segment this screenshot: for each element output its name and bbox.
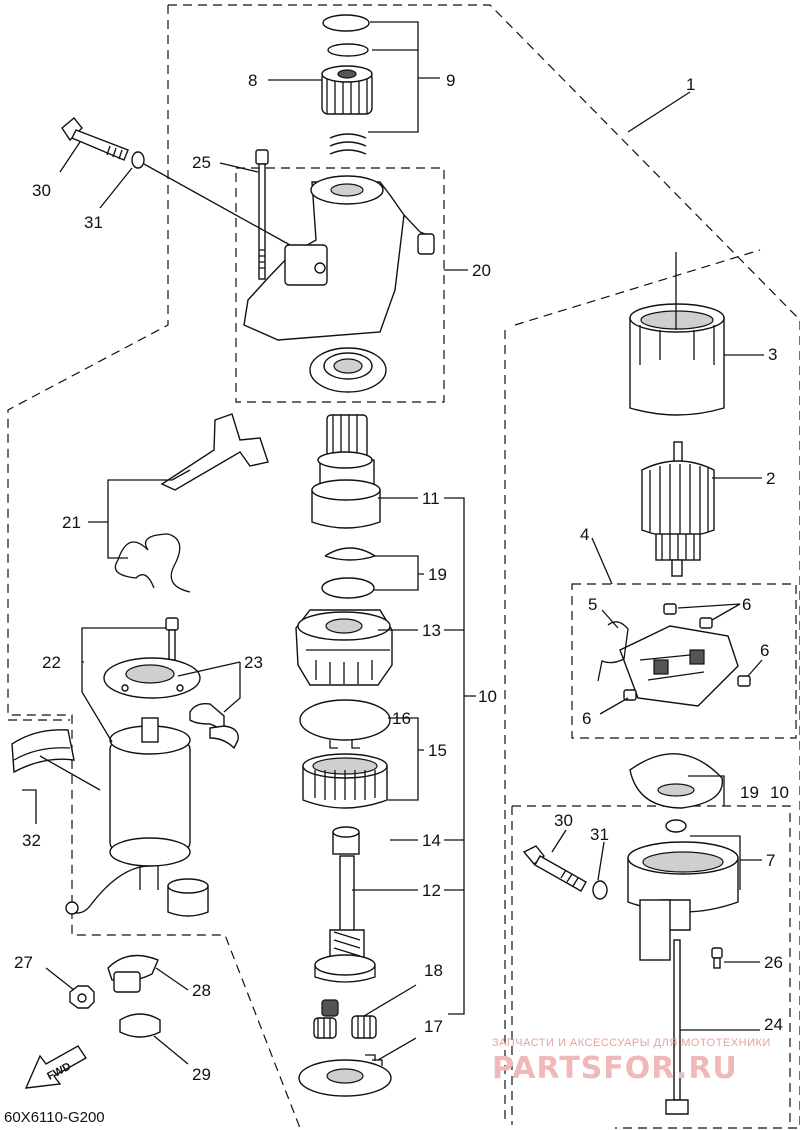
part-30-bolt-right (522, 845, 608, 900)
part-rubber-cap (167, 878, 209, 917)
part-24-long-bolt (665, 939, 689, 1115)
fwd-arrow (24, 1045, 88, 1089)
part-9-clip-set (322, 14, 370, 155)
part-3-yoke (629, 303, 725, 416)
callout-1: 1 (686, 75, 695, 94)
callout-12: 12 (422, 881, 441, 900)
part-21-shift-lever (114, 413, 269, 593)
callout-6-top: 6 (742, 595, 751, 614)
part-26-screw (711, 947, 723, 969)
callout-27: 27 (14, 953, 33, 972)
part-23-boots (189, 702, 239, 750)
callout-24: 24 (764, 1015, 783, 1034)
part-17-washer (298, 1054, 392, 1097)
callout-6-bottom: 6 (582, 709, 591, 728)
part-bearing (309, 347, 387, 393)
part-12-pinion-shaft (314, 855, 376, 983)
part-19-clips (321, 547, 377, 599)
callout-21: 21 (62, 513, 81, 532)
callout-18: 18 (424, 961, 443, 980)
callout-19b: 19 (740, 783, 759, 802)
part-30-bolt-left (61, 117, 145, 169)
group-outlines (7, 4, 800, 1129)
part-4-brush-holder (597, 603, 751, 707)
callout-10b: 10 (770, 783, 789, 802)
callout-23: 23 (244, 653, 263, 672)
diagram-code: 60X6110-G200 (4, 1109, 105, 1126)
callout-26: 26 (764, 953, 783, 972)
part-11-drive-shaft (311, 414, 381, 529)
callout-22: 22 (42, 653, 61, 672)
callout-10a: 10 (478, 687, 497, 706)
callout-29: 29 (192, 1065, 211, 1084)
callout-4: 4 (580, 525, 589, 544)
callout-20: 20 (472, 261, 491, 280)
callout-labels: 1 8 9 30 31 25 20 3 2 4 5 6 6 6 19 10 7 … (14, 71, 789, 1084)
part-14-bushing (332, 826, 360, 855)
part-13-gear-housing (295, 609, 393, 686)
callout-13: 13 (422, 621, 441, 640)
part-27-28-29-terminal (69, 954, 161, 1038)
part-18-planet-gears (313, 999, 377, 1039)
callout-8: 8 (248, 71, 257, 90)
part-15-internal-gear (302, 753, 388, 809)
watermark-brand: PARTSFOR.RU (492, 1051, 738, 1086)
part-2-armature (641, 441, 715, 577)
part-25-through-bolt (255, 149, 269, 280)
callout-16: 16 (392, 709, 411, 728)
callout-5: 5 (588, 595, 597, 614)
part-solenoid (65, 717, 191, 915)
callout-6-right: 6 (760, 641, 769, 660)
part-7-rear-cover (627, 819, 739, 961)
watermark-tagline: ЗАПЧАСТИ И АКСЕССУАРЫ ДЛЯ МОТОТЕХНИКИ (492, 1037, 771, 1049)
callout-7: 7 (766, 851, 775, 870)
part-20-front-housing (243, 175, 435, 341)
callout-2: 2 (766, 469, 775, 488)
part-8-pinion-gear (321, 65, 373, 115)
part-32-tape (11, 729, 75, 774)
callout-31a: 31 (84, 213, 103, 232)
callout-3: 3 (768, 345, 777, 364)
callout-25: 25 (192, 153, 211, 172)
callout-15: 15 (428, 741, 447, 760)
callout-11: 11 (422, 489, 440, 508)
callout-9: 9 (446, 71, 455, 90)
part-16-ring (299, 699, 391, 749)
leader-lines (22, 21, 764, 1065)
part-19-plate (629, 753, 723, 809)
callout-14: 14 (422, 831, 441, 850)
callout-32: 32 (22, 831, 41, 850)
part-22-plate (103, 617, 201, 699)
callout-30b: 30 (554, 811, 573, 830)
callout-19a: 19 (428, 565, 447, 584)
callout-17: 17 (424, 1017, 443, 1036)
callout-28: 28 (192, 981, 211, 1000)
callout-31b: 31 (590, 825, 609, 844)
callout-30a: 30 (32, 181, 51, 200)
